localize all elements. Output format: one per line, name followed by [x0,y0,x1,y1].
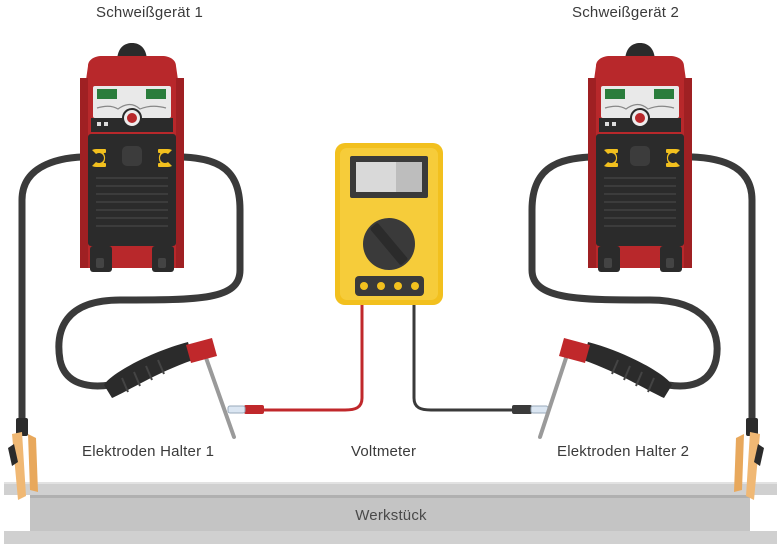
welder-1-label: Schweißgerät 1 [96,4,204,21]
welding-machine-1 [80,43,184,272]
welder-2-connector-left [604,149,618,167]
welder-1-connector-right [158,149,172,167]
electrode-holder-2 [538,338,672,439]
welder-1-connector-left [92,149,106,167]
voltmeter-black-lead [412,300,549,414]
electrode-holder-2-label: Elektroden Halter 2 [557,443,690,460]
electrode-holder-1-label: Elektroden Halter 1 [82,443,215,460]
welding-machine-2 [588,43,692,272]
ground-clamp-1 [8,418,38,500]
welder-2-label: Schweißgerät 2 [572,4,680,21]
welder-2-connector-right [666,149,680,167]
multimeter [335,143,443,305]
workpiece-beam [4,482,777,544]
welder-2-grill [604,177,676,227]
ground-clamp-2 [734,418,764,500]
electrode-holder-1 [104,338,236,439]
voltmeter-red-lead [227,300,364,414]
voltmeter-label: Voltmeter [351,443,417,460]
welder-1-grill [96,177,168,227]
workpiece-label: Werkstück [355,507,427,524]
